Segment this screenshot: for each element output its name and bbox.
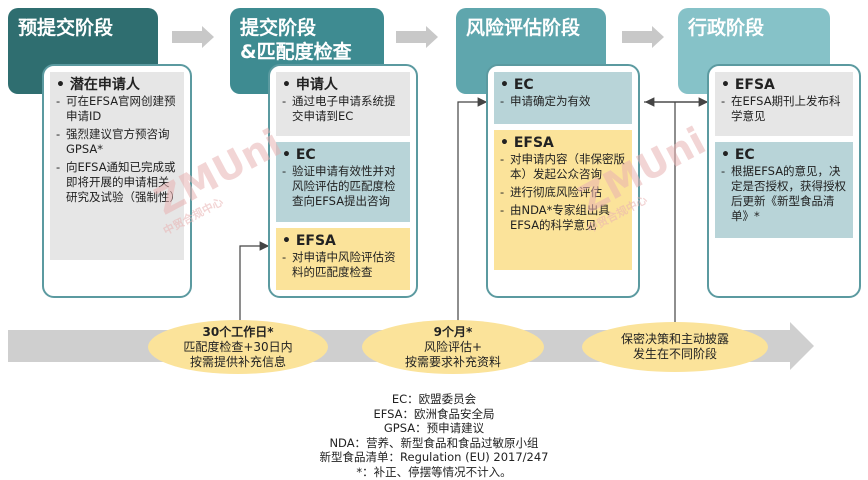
list-item: 验证申请有效性并对风险评估的匹配度检查向EFSA提出咨询	[282, 164, 404, 209]
box-title: 潜在申请人	[56, 76, 178, 94]
list-item: 向EFSA通知已完成或即将开展的申请相关研究及试验（强制性）	[56, 160, 181, 205]
legend-item: 新型食品清单：Regulation (EU) 2017/247	[319, 450, 549, 464]
box-title: EFSA	[721, 76, 847, 94]
box-title: EC	[282, 146, 404, 164]
legend-item: GPSA：预申请建议	[383, 421, 485, 435]
legend-item: *：补正、停摆等情况不计入。	[356, 464, 512, 479]
list-item: 对申请内容（非保密版本）发起公众咨询	[500, 152, 626, 182]
box-efsa: EFSA 对申请中风险评估资料的匹配度检查	[276, 228, 410, 290]
timeline-text: 保密决策和主动披露	[620, 332, 729, 346]
timeline-phase-submission: 30个工作日* 匹配度检查+30日内 按需提供补充信息	[148, 320, 328, 374]
list-item: 由NDA*专家组出具EFSA的科学意见	[500, 203, 626, 233]
timeline-duration: 30个工作日*	[202, 324, 274, 339]
list-item: 对申请中风险评估资料的匹配度检查	[282, 250, 404, 280]
legend-item: EC：欧盟委员会	[391, 392, 477, 406]
legend-item: EFSA：欧洲食品安全局	[373, 406, 495, 421]
box-title: EFSA	[500, 134, 626, 152]
box-title: EFSA	[282, 232, 404, 250]
list-item: 申请确定为有效	[500, 94, 626, 109]
chevron-right-icon	[622, 26, 664, 48]
list-item: 在EFSA期刊上发布科学意见	[721, 94, 847, 124]
list-item: 强烈建议官方预咨询 GPSA*	[56, 127, 178, 157]
box-ec: EC 验证申请有效性并对风险评估的匹配度检查向EFSA提出咨询	[276, 142, 410, 222]
abbreviation-legend: EC：欧盟委员会 EFSA：欧洲食品安全局 GPSA：预申请建议 NDA：营养、…	[0, 392, 868, 479]
box-ec: EC 根据EFSA的意见，决定是否授权，获得授权后更新《新型食品清单》*	[715, 142, 853, 238]
timeline-text: 按需提供补充信息	[189, 354, 286, 369]
box-ec: EC 申请确定为有效	[494, 72, 632, 124]
box-efsa: EFSA 对申请内容（非保密版本）发起公众咨询 进行彻底风险评估 由NDA*专家…	[494, 130, 632, 270]
box-title: EC	[721, 146, 847, 164]
box-title: 申请人	[282, 76, 404, 94]
chevron-right-icon	[396, 26, 438, 48]
timeline-phase-risk-assessment: 9个月* 风险评估+ 按需要求补充资料	[362, 320, 544, 374]
timeline-text: 按需要求补充资料	[404, 354, 501, 369]
stage-card-risk-assessment: EC 申请确定为有效 EFSA 对申请内容（非保密版本）发起公众咨询 进行彻底风…	[486, 64, 640, 298]
list-item: 可在EFSA官网创建预申请ID	[56, 94, 178, 124]
chevron-right-icon	[172, 26, 214, 48]
box-applicant: 申请人 通过电子申请系统提交申请到EC	[276, 72, 410, 136]
box-potential-applicant: 潜在申请人 可在EFSA官网创建预申请ID 强烈建议官方预咨询 GPSA* 向E…	[50, 72, 184, 260]
legend-item: NDA：营养、新型食品和食品过敏原小组	[329, 435, 539, 450]
stage-card-administrative: EFSA 在EFSA期刊上发布科学意见 EC 根据EFSA的意见，决定是否授权，…	[707, 64, 861, 298]
timeline-text: 发生在不同阶段	[632, 347, 717, 361]
box-efsa: EFSA 在EFSA期刊上发布科学意见	[715, 72, 853, 136]
timeline-phase-administrative: 保密决策和主动披露 发生在不同阶段	[582, 322, 768, 372]
timeline-text: 匹配度检查+30日内	[183, 339, 293, 354]
list-item: 通过电子申请系统提交申请到EC	[282, 94, 404, 124]
stage-card-submission: 申请人 通过电子申请系统提交申请到EC EC 验证申请有效性并对风险评估的匹配度…	[268, 64, 418, 298]
box-title: EC	[500, 76, 626, 94]
list-item: 进行彻底风险评估	[500, 185, 626, 200]
list-item: 根据EFSA的意见，决定是否授权，获得授权后更新《新型食品清单》*	[721, 164, 847, 224]
timeline-duration: 9个月*	[433, 324, 473, 339]
stage-card-pre-submission: 潜在申请人 可在EFSA官网创建预申请ID 强烈建议官方预咨询 GPSA* 向E…	[42, 64, 192, 298]
timeline-text: 风险评估+	[423, 339, 483, 354]
